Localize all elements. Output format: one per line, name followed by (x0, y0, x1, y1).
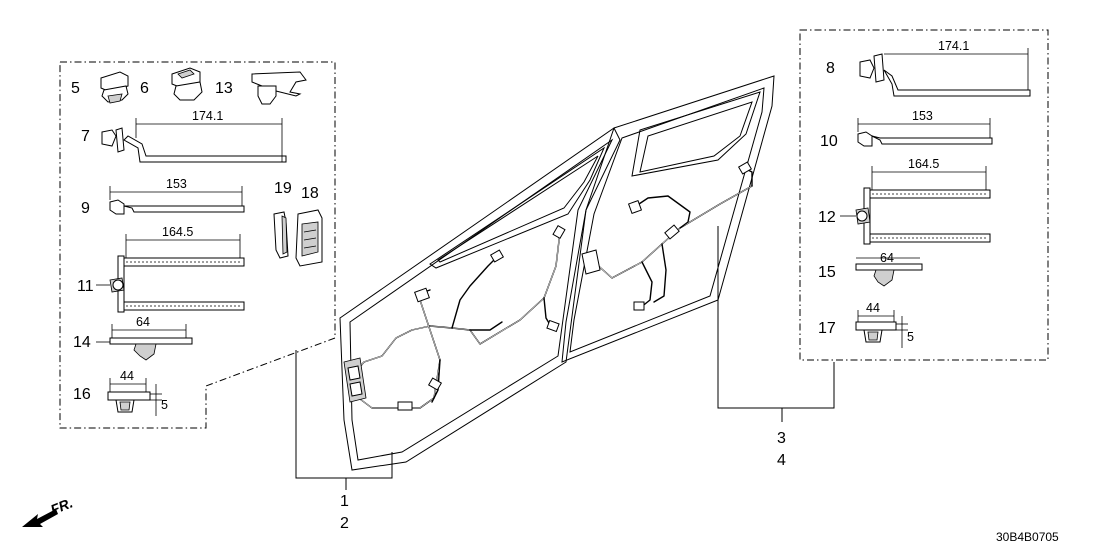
callout-2: 2 (340, 515, 349, 532)
callout-17: 17 (818, 320, 836, 337)
part-13-clip (251, 71, 307, 105)
dim-label-164-left: 164.5 (162, 225, 193, 239)
part-17-clip (855, 321, 897, 343)
part-15-band (855, 263, 923, 287)
diagram-code: 30B4B0705 (996, 530, 1059, 544)
direction-label: FR. (48, 494, 75, 517)
left-parts-panel-border (59, 61, 336, 429)
part-18-connector (295, 209, 323, 267)
rear-door-outline (561, 75, 775, 363)
dim-label-153-left: 153 (166, 177, 187, 191)
callout-19: 19 (274, 180, 292, 197)
front-direction-arrow-icon (22, 509, 58, 527)
part-14-band (109, 337, 193, 361)
callout-11: 11 (77, 278, 94, 295)
part-10-band (857, 131, 993, 147)
part-11-double-band (109, 255, 245, 313)
callout-15: 15 (818, 264, 836, 281)
dim-label-64-left: 64 (136, 315, 150, 329)
callout-4: 4 (777, 452, 786, 469)
dim-label-5-right: 5 (907, 330, 914, 344)
dim-label-44-left: 44 (120, 369, 134, 383)
rear-door-wire-harness (581, 161, 753, 311)
bracket-3-4 (717, 226, 835, 409)
dim-label-174-right: 174.1 (938, 39, 969, 53)
part-12-double-band (855, 187, 991, 245)
callout-7: 7 (81, 128, 90, 145)
part-9-band (109, 199, 245, 215)
callout-3: 3 (777, 430, 786, 447)
callout-12: 12 (818, 209, 836, 226)
callout-13: 13 (215, 80, 233, 97)
part-8-band-clip (859, 53, 1031, 97)
part-19-clip (273, 211, 289, 259)
dim-label-64-right: 64 (880, 251, 894, 265)
front-door-wire-harness (343, 224, 566, 411)
callout-14: 14 (73, 334, 91, 351)
callout-5: 5 (71, 80, 80, 97)
callout-6: 6 (140, 80, 149, 97)
dim-label-5-left: 5 (161, 398, 168, 412)
callout-10: 10 (820, 133, 838, 150)
callout-1: 1 (340, 493, 349, 510)
right-parts-panel-border (799, 29, 1049, 361)
callout-18: 18 (301, 185, 319, 202)
callout-9: 9 (81, 200, 90, 217)
callout-16: 16 (73, 386, 91, 403)
dim-label-44-right: 44 (866, 301, 880, 315)
part-5-clip (100, 71, 129, 104)
part-7-band-clip (101, 127, 287, 163)
dim-label-174-left: 174.1 (192, 109, 223, 123)
callout-8: 8 (826, 60, 835, 77)
part-6-clip (171, 67, 203, 101)
part-16-clip (107, 391, 151, 413)
dim-label-164-right: 164.5 (908, 157, 939, 171)
dim-label-153-right: 153 (912, 109, 933, 123)
bracket-1-2 (295, 350, 393, 479)
